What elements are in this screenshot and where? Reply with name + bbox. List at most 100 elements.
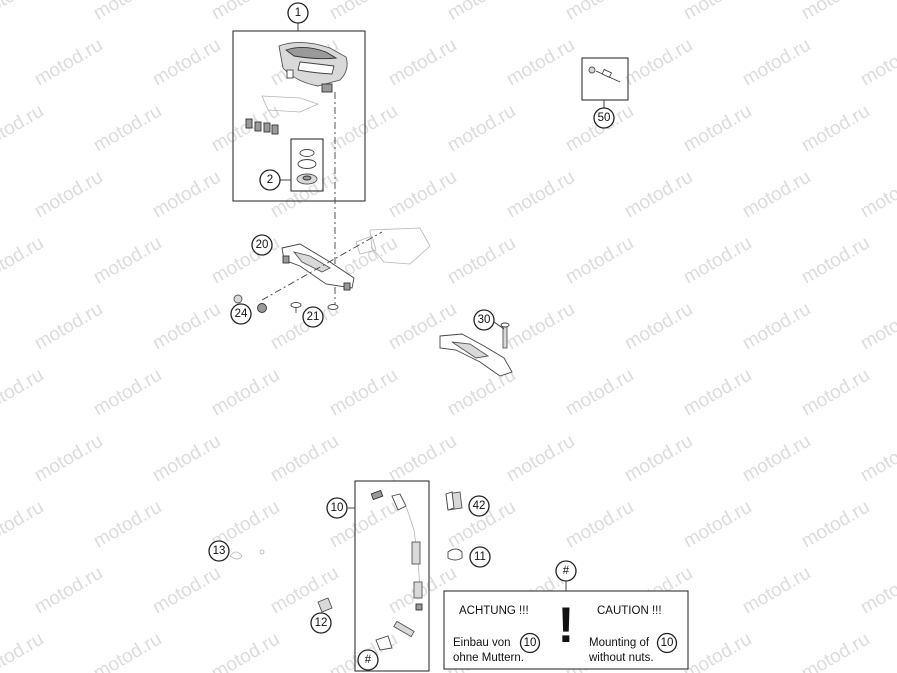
watermark-text: motod.ru bbox=[31, 35, 106, 91]
assembly-2-frame bbox=[290, 138, 324, 192]
watermark-text: motod.ru bbox=[267, 431, 342, 487]
watermark-text: motod.ru bbox=[798, 629, 873, 673]
watermark-text: motod.ru bbox=[0, 365, 47, 421]
watermark-text: motod.ru bbox=[326, 101, 401, 157]
callout-42[interactable]: 42 bbox=[468, 495, 490, 517]
clip-set bbox=[245, 118, 279, 135]
watermark-text: motod.ru bbox=[680, 101, 755, 157]
callout-label: 42 bbox=[473, 500, 486, 512]
callout-hash-kit[interactable]: # bbox=[357, 649, 379, 671]
watermark-text: motod.ru bbox=[739, 299, 814, 355]
watermark-text: motod.ru bbox=[31, 167, 106, 223]
watermark-text: motod.ru bbox=[149, 167, 224, 223]
watermark-text: motod.ru bbox=[621, 299, 696, 355]
watermark-text: motod.ru bbox=[0, 101, 47, 157]
watermark-text: motod.ru bbox=[739, 167, 814, 223]
callout-50[interactable]: 50 bbox=[593, 107, 615, 129]
watermark-text: motod.ru bbox=[680, 629, 755, 673]
watermark-text: motod.ru bbox=[621, 431, 696, 487]
watermark-text: motod.ru bbox=[739, 431, 814, 487]
watermark-text: motod.ru bbox=[680, 233, 755, 289]
notice-right-heading: CAUTION !!! bbox=[597, 605, 662, 617]
callout-10[interactable]: 10 bbox=[326, 497, 348, 519]
watermark-text: motod.ru bbox=[149, 299, 224, 355]
callout-12[interactable]: 12 bbox=[310, 612, 332, 634]
kit-part-10-cable-set bbox=[348, 480, 430, 672]
callout-label: # bbox=[365, 654, 372, 666]
holder-part-30 bbox=[439, 321, 513, 377]
callout-label: 11 bbox=[474, 551, 486, 563]
watermark-text: motod.ru bbox=[385, 35, 460, 91]
notice-right-ref: 10 bbox=[661, 637, 674, 649]
watermark-text: motod.ru bbox=[798, 0, 873, 24]
cover-part-42 bbox=[445, 491, 463, 511]
cap-part-12 bbox=[317, 597, 333, 613]
seal-ring-set bbox=[296, 149, 318, 185]
watermark-text: motod.ru bbox=[444, 101, 519, 157]
notice-right-line2: without nuts. bbox=[588, 652, 654, 664]
notice-left-heading: ACHTUNG !!! bbox=[459, 605, 529, 617]
assembly-1-frame bbox=[232, 30, 366, 202]
callout-hash-note[interactable]: # bbox=[555, 560, 577, 582]
watermark-text: motod.ru bbox=[857, 563, 897, 619]
watermark-text: motod.ru bbox=[621, 35, 696, 91]
notice-left-line2: ohne Muttern. bbox=[453, 652, 524, 664]
mounting-notice: ACHTUNG !!! CAUTION !!! ! Einbau von ohn… bbox=[443, 578, 689, 670]
callout-label: 12 bbox=[315, 617, 328, 629]
callout-30[interactable]: 30 bbox=[473, 309, 495, 331]
callout-2[interactable]: 2 bbox=[259, 169, 281, 191]
watermark-text: motod.ru bbox=[31, 563, 106, 619]
watermark-text: motod.ru bbox=[798, 101, 873, 157]
callout-label: 50 bbox=[598, 112, 611, 124]
notice-left-ref-ring bbox=[519, 632, 541, 654]
watermark-text: motod.ru bbox=[739, 563, 814, 619]
screw-part-21 bbox=[290, 302, 339, 313]
watermark-text: motod.ru bbox=[208, 629, 283, 673]
assembly-1-instrument-cluster bbox=[232, 23, 366, 202]
watermark-text: motod.ru bbox=[798, 233, 873, 289]
callout-20[interactable]: 20 bbox=[251, 234, 273, 256]
callout-label: 10 bbox=[331, 502, 344, 514]
watermark-text: motod.ru bbox=[562, 365, 637, 421]
watermark-text: motod.ru bbox=[621, 167, 696, 223]
callout-label: 21 bbox=[307, 311, 320, 323]
callout-21[interactable]: 21 bbox=[302, 306, 324, 328]
clip-part-13 bbox=[229, 549, 265, 560]
watermark-text: motod.ru bbox=[503, 35, 578, 91]
watermark-text: motod.ru bbox=[857, 431, 897, 487]
watermark-text: motod.ru bbox=[90, 101, 165, 157]
watermark-text: motod.ru bbox=[0, 233, 47, 289]
notice-right-ref-ring bbox=[656, 632, 678, 654]
watermark-text: motod.ru bbox=[149, 431, 224, 487]
watermark-text: motod.ru bbox=[90, 497, 165, 553]
watermark-text: motod.ru bbox=[680, 0, 755, 24]
callout-label: 24 bbox=[235, 308, 248, 320]
watermark-text: motod.ru bbox=[149, 35, 224, 91]
watermark-text: motod.ru bbox=[503, 299, 578, 355]
watermark-text: motod.ru bbox=[326, 365, 401, 421]
watermark-text: motod.ru bbox=[0, 0, 47, 24]
callout-24[interactable]: 24 bbox=[230, 303, 252, 325]
watermark-text: motod.ru bbox=[444, 233, 519, 289]
watermark-text: motod.ru bbox=[562, 0, 637, 24]
callout-1[interactable]: 1 bbox=[287, 2, 309, 24]
watermark-text: motod.ru bbox=[503, 431, 578, 487]
notice-frame bbox=[443, 590, 689, 670]
notice-right-line1: Mounting of bbox=[589, 637, 650, 649]
nut-part-24 bbox=[233, 294, 267, 313]
watermark-text: motod.ru bbox=[680, 497, 755, 553]
watermark-text: motod.ru bbox=[857, 167, 897, 223]
notice-left-ref: 10 bbox=[524, 637, 537, 649]
watermark-text: motod.ru bbox=[90, 233, 165, 289]
watermark-text: motod.ru bbox=[739, 35, 814, 91]
watermark-text: motod.ru bbox=[798, 365, 873, 421]
watermark-text: motod.ru bbox=[208, 365, 283, 421]
watermark-text: motod.ru bbox=[267, 563, 342, 619]
callout-label: 1 bbox=[295, 7, 301, 19]
watermark-text: motod.ru bbox=[562, 233, 637, 289]
callout-11[interactable]: 11 bbox=[469, 546, 491, 568]
callout-13[interactable]: 13 bbox=[208, 540, 230, 562]
watermark-text: motod.ru bbox=[208, 233, 283, 289]
watermark-text: motod.ru bbox=[326, 0, 401, 24]
